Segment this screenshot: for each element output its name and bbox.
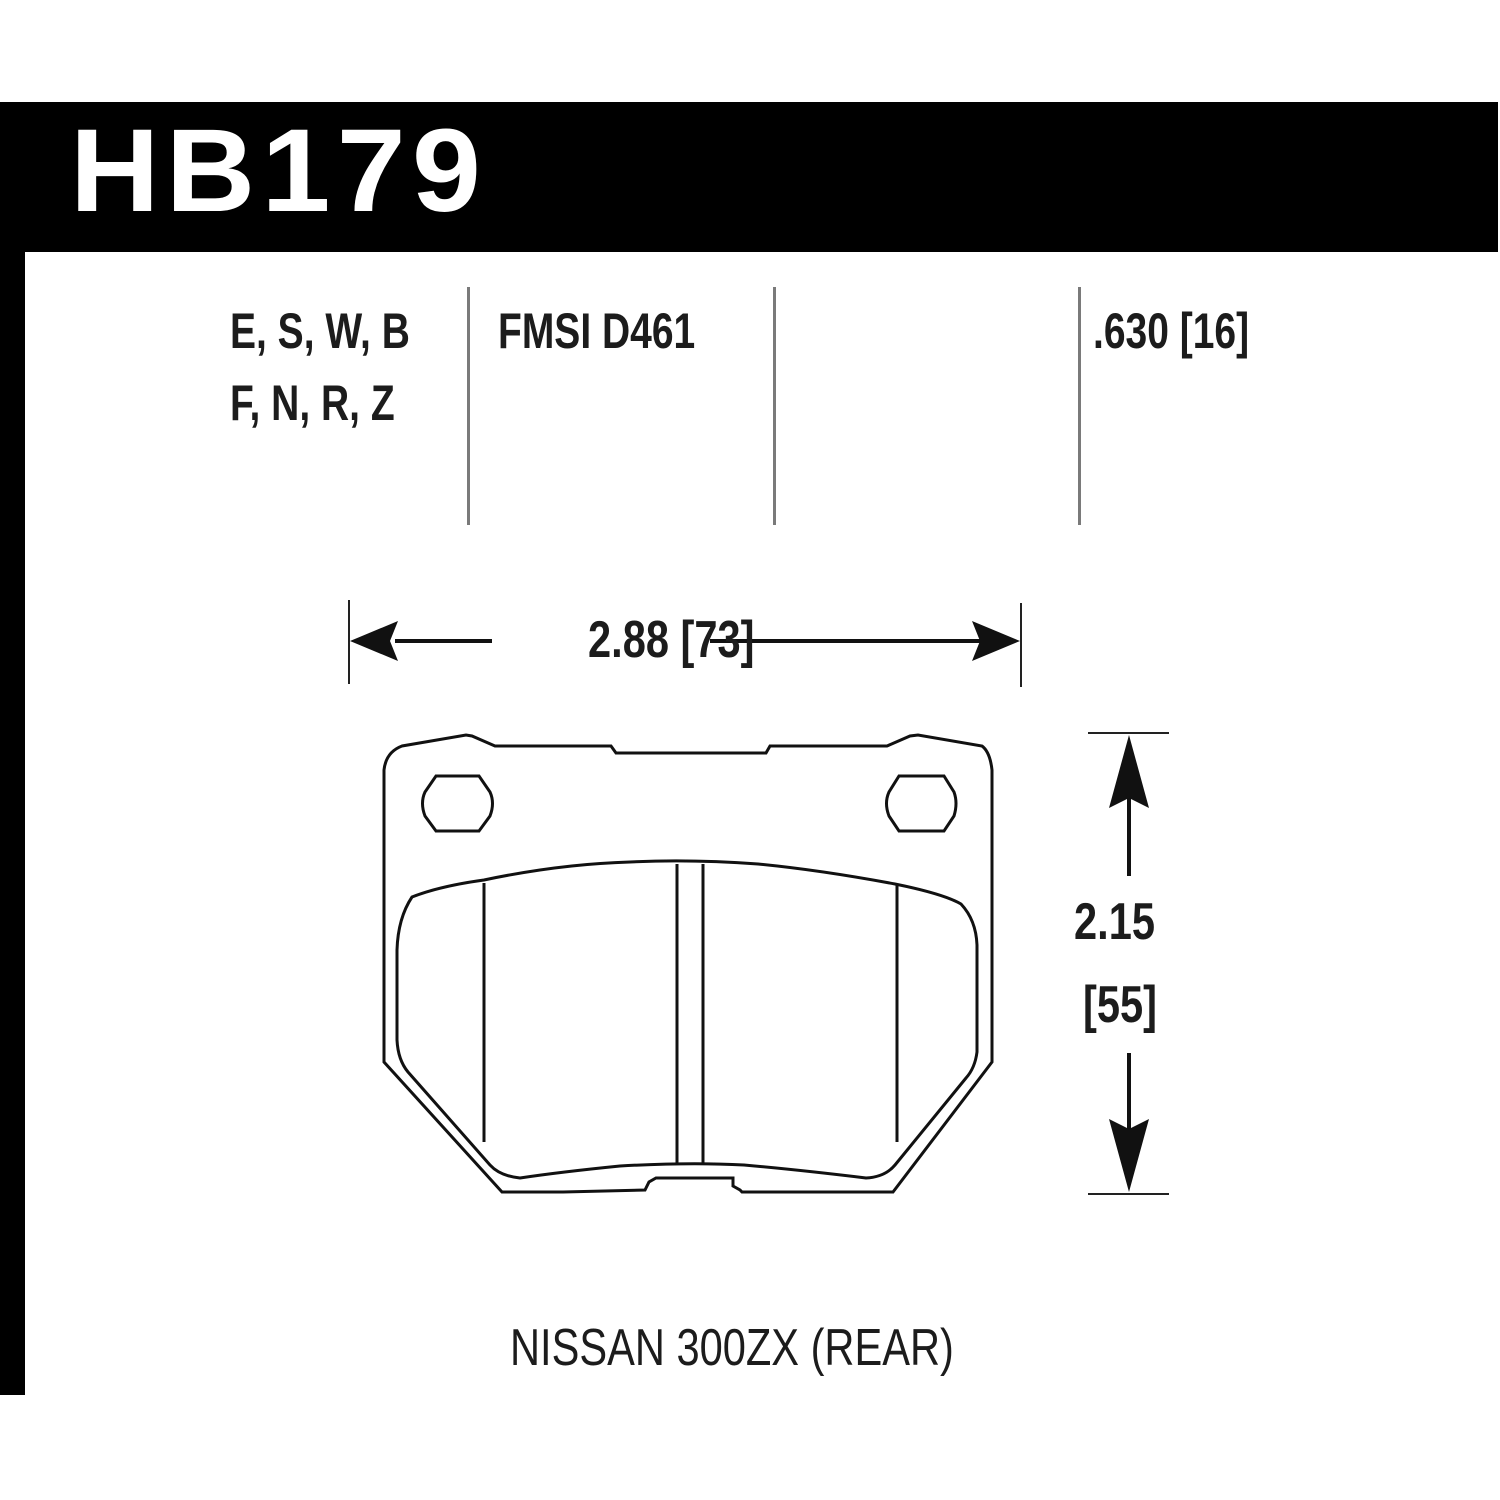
width-arrow-left-icon: [350, 621, 398, 661]
left-border-stripe: [0, 102, 25, 1395]
part-number-title: HB179: [70, 105, 488, 237]
spec-divider-1: [467, 287, 470, 525]
width-dimension-label: 2.88 [73]: [588, 611, 755, 669]
height-dimension-inches: 2.15: [1074, 893, 1155, 951]
compound-codes-line1: E, S, W, B: [230, 303, 410, 359]
mounting-hole-left: [421, 774, 494, 833]
height-dimension: [1088, 732, 1169, 1195]
fmsi-number: FMSI D461: [498, 303, 696, 359]
spec-divider-3: [1078, 287, 1081, 525]
compound-codes-line2: F, N, R, Z: [230, 375, 395, 431]
header-band: [0, 102, 1498, 252]
width-dimension: [348, 600, 1022, 687]
height-dimension-mm: [55]: [1083, 976, 1157, 1034]
height-arrow-up-icon: [1109, 735, 1149, 808]
spec-divider-2: [773, 287, 776, 525]
width-arrow-right-icon: [972, 621, 1020, 661]
pad-thickness: .630 [16]: [1093, 303, 1250, 359]
vehicle-application-label: NISSAN 300ZX (REAR): [510, 1319, 954, 1377]
friction-material-outline: [395, 859, 979, 1180]
height-arrow-down-icon: [1109, 1119, 1149, 1192]
backing-plate-outline: [382, 733, 994, 1194]
mounting-hole-right: [885, 774, 958, 833]
